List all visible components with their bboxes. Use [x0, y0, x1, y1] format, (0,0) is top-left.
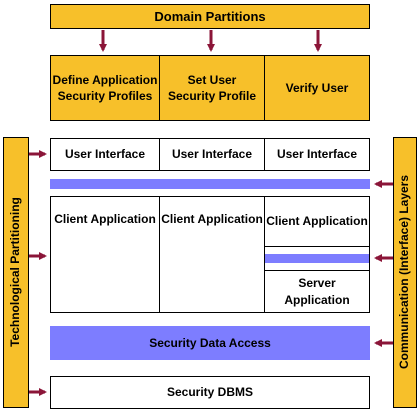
domain-partitions-title: Domain Partitions	[50, 4, 370, 29]
technological-partitioning-label: Technological Partitioning	[8, 197, 22, 347]
communication-layers-bar	[393, 137, 417, 408]
client-application-box: Client Application	[159, 196, 265, 313]
client-application-box: Client Application	[264, 196, 370, 247]
communication-layer-band	[50, 179, 370, 189]
partition-label-line2: Security Profile	[167, 89, 257, 103]
server-application-box: Server Application	[264, 270, 370, 313]
partition-label-line1: Verify User	[285, 80, 349, 95]
user-interface-box: User Interface	[159, 138, 265, 171]
user-interface-box: User Interface	[50, 138, 160, 171]
partition-define-application-security-profiles: Define Application Security Profiles	[50, 55, 160, 121]
security-dbms-box: Security DBMS	[50, 376, 370, 409]
security-data-access-layer: Security Data Access	[50, 326, 370, 360]
partition-label-line2: Security Profiles	[57, 89, 153, 103]
partition-set-user-security-profile: Set User Security Profile	[159, 55, 265, 121]
partition-label-line1: Define Application	[52, 72, 158, 87]
user-interface-box: User Interface	[264, 138, 370, 171]
partition-verify-user: Verify User	[264, 55, 370, 121]
partition-label-line1: Set User	[187, 72, 237, 87]
client-server-layer-band	[265, 254, 369, 263]
client-application-box: Client Application	[50, 196, 160, 313]
communication-layers-label: Communication (Interface) Layers	[397, 174, 411, 370]
technological-partitioning-bar	[3, 137, 29, 408]
